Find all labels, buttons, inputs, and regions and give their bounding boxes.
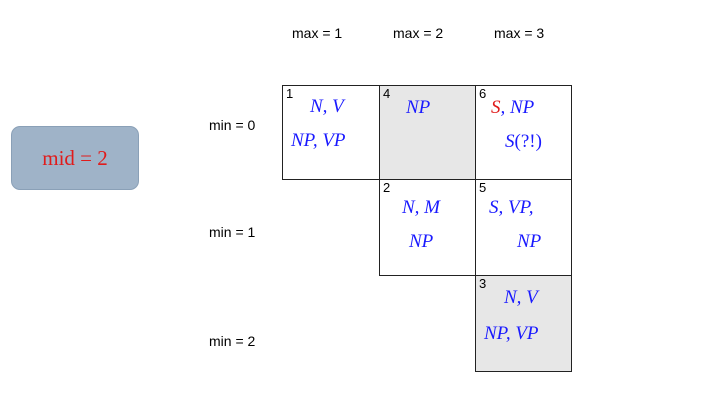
header-max-1: max = 1: [292, 25, 343, 41]
cell-number: 3: [479, 276, 487, 291]
cell-number: 6: [479, 86, 487, 101]
cell-number: 5: [479, 180, 487, 195]
cell-number: 2: [383, 180, 391, 195]
cell-6-line2-s: S: [505, 131, 515, 152]
cell-line-1: N, V: [310, 96, 344, 117]
cell-line-2: S(?!): [505, 131, 542, 153]
cell-line-2: NP, VP: [291, 130, 346, 151]
mid-box: mid = 2: [11, 126, 139, 190]
cell-number: 1: [286, 86, 294, 101]
cell-line-2: NP, VP: [484, 323, 539, 344]
cell-line-1: S, NP: [491, 97, 534, 119]
cell-3: 3 N, V NP, VP: [475, 275, 572, 372]
cell-5: 5 S, VP, NP: [475, 179, 572, 276]
cell-number: 4: [383, 86, 391, 101]
row-label-min-0: min = 0: [209, 117, 256, 133]
cell-line-1: S, VP,: [489, 197, 534, 218]
row-label-min-2: min = 2: [209, 333, 256, 349]
header-max-3: max = 3: [494, 25, 545, 41]
cell-6-line1-rest: , NP: [500, 97, 535, 118]
cell-line-1: N, M: [402, 197, 440, 218]
cell-6: 6 S, NP S(?!): [475, 85, 572, 180]
row-label-min-1: min = 1: [209, 224, 256, 240]
cell-4: 4 NP: [379, 85, 476, 180]
cell-line-2: NP: [409, 231, 434, 252]
cell-6-line2-rest: (?!): [514, 131, 542, 152]
mid-box-label: mid = 2: [42, 145, 108, 170]
cell-6-red-s: S: [491, 97, 501, 118]
cell-1: 1 N, V NP, VP: [282, 85, 380, 180]
cell-line-2: NP: [517, 231, 542, 252]
cell-line-1: NP: [406, 97, 431, 118]
header-max-2: max = 2: [393, 25, 444, 41]
cell-line-1: N, V: [504, 287, 538, 308]
cell-2: 2 N, M NP: [379, 179, 476, 276]
